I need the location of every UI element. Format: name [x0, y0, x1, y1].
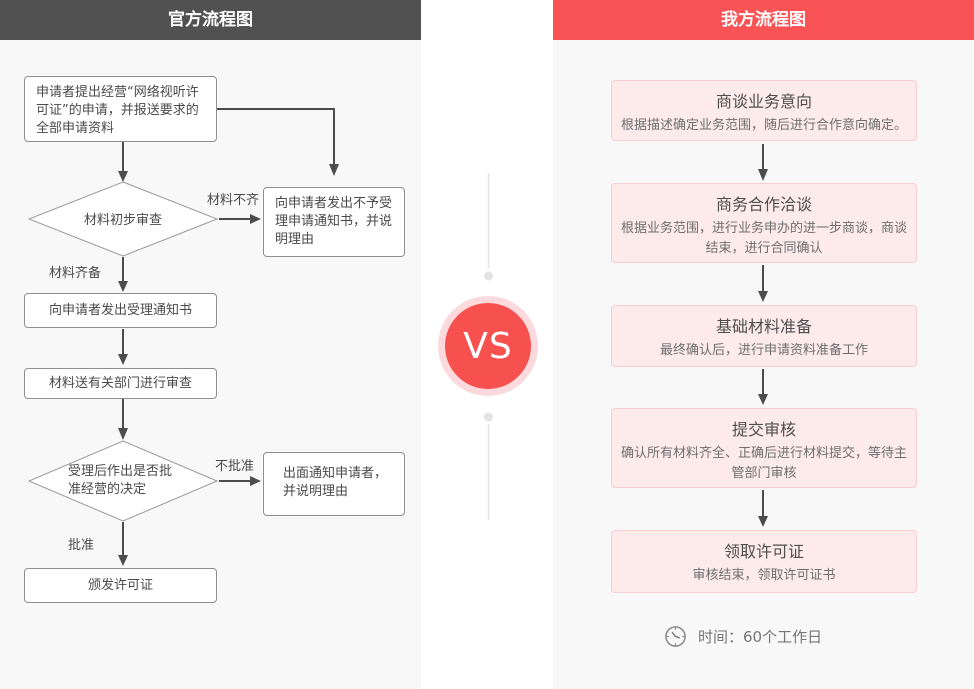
duration-text: 时间：60个工作日	[698, 628, 823, 646]
clock-icon	[665, 626, 686, 647]
step-card-3: 基础材料准备 最终确认后，进行申请资料准备工作	[611, 305, 917, 367]
vs-badge: VS	[438, 296, 538, 396]
duration-row: 时间：60个工作日	[664, 625, 822, 648]
branch-label-complete: 材料齐备	[49, 266, 102, 281]
vs-badge-circle: VS	[445, 303, 531, 389]
branch-label-not-approved: 不批准	[215, 459, 255, 474]
flow-decision-material-check: 材料初步审查	[83, 213, 162, 228]
step-2-title: 商务合作洽谈	[715, 195, 812, 214]
flow-node-start: 申请者提出经营“网络视听许可证”的申请，并报送要求的全部申请资料	[24, 76, 217, 142]
step-card-1: 商谈业务意向 根据描述确定业务范围，随后进行合作意向确定。	[611, 80, 917, 141]
flow-decision-approval: 受理后作出是否批准经营的决定	[68, 464, 173, 498]
step-card-2: 商务合作洽谈 根据业务范围，进行业务申办的进一步商谈，商谈结束，进行合同确认	[611, 183, 917, 263]
flow-node-license: 颁发许可证	[24, 568, 217, 603]
flow-node-review: 材料送有关部门进行审查	[24, 368, 217, 399]
our-flow-title: 我方流程图	[553, 0, 974, 40]
step-3-title: 基础材料准备	[715, 317, 812, 336]
vs-badge-text: VS	[463, 325, 513, 367]
step-5-desc: 审核结束，领取许可证书	[692, 568, 836, 583]
step-2-desc: 根据业务范围，进行业务申办的进一步商谈，商谈结束，进行合同确认	[620, 221, 907, 256]
branch-label-approved: 批准	[68, 538, 95, 553]
step-3-desc: 最终确认后，进行申请资料准备工作	[659, 343, 868, 358]
step-card-5: 领取许可证 审核结束，领取许可证书	[611, 530, 917, 593]
step-4-title: 提交审核	[731, 420, 796, 439]
step-card-4: 提交审核 确认所有材料齐全、正确后进行材料提交，等待主管部门审核	[611, 408, 917, 488]
flow-node-reject-notice: 向申请者发出不予受理申请通知书，并说明理由	[263, 187, 405, 257]
step-1-desc: 根据描述确定业务范围，随后进行合作意向确定。	[620, 118, 907, 133]
step-1-title: 商谈业务意向	[715, 92, 812, 111]
step-4-desc: 确认所有材料齐全、正确后进行材料提交，等待主管部门审核	[620, 446, 907, 481]
official-flow-title: 官方流程图	[0, 0, 421, 40]
flow-node-deny-notice: 出面通知申请者，并说明理由	[263, 452, 405, 516]
flow-node-accept-notice: 向申请者发出受理通知书	[24, 293, 217, 328]
step-5-title: 领取许可证	[723, 542, 804, 561]
branch-label-incomplete: 材料不齐	[207, 193, 260, 208]
